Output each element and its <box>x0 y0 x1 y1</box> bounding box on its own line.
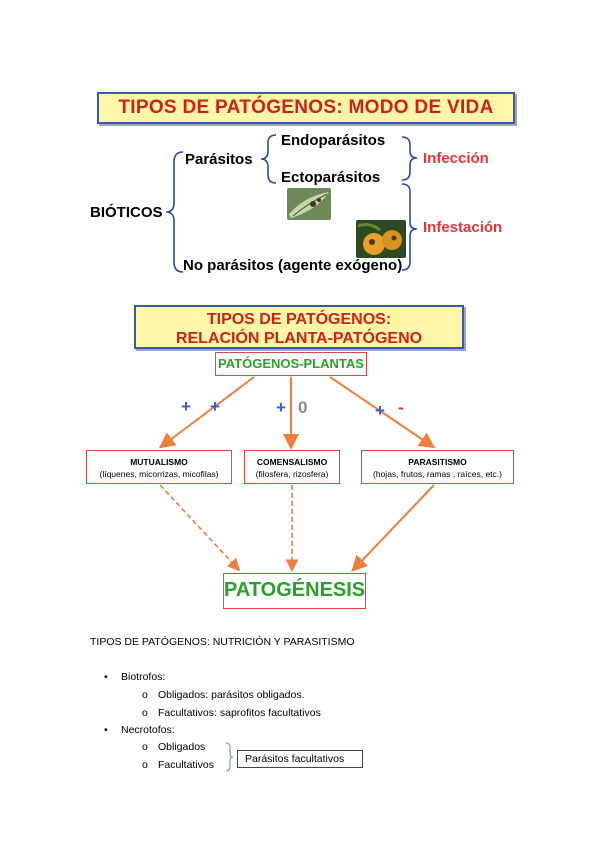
title-relacion-line2: RELACIÓN PLANTA-PATÓGENO <box>175 330 423 347</box>
node-mutualismo: MUTUALISMO (líquenes, micorrizas, micofi… <box>86 450 232 484</box>
label-infeccion: Infección <box>423 150 489 167</box>
sign-mutualismo-2: + <box>210 397 220 416</box>
item-necrotofos: Necrotofos: <box>121 724 175 736</box>
sub-bullet: o <box>142 759 148 771</box>
bullet-necrotofos: • <box>104 724 108 736</box>
node-patogenesis: PATOGÉNESIS <box>223 573 366 609</box>
title-modo-de-vida: TIPOS DE PATÓGENOS: MODO DE VIDA <box>97 92 515 124</box>
sub-necrotofos-facultativos: Facultativos <box>158 759 215 771</box>
sign-comensalismo-2: 0 <box>298 398 308 417</box>
sign-parasitismo-1: + <box>375 401 385 420</box>
arrow-to-parasitismo <box>329 376 436 449</box>
sign-mutualismo-1: + <box>181 397 191 416</box>
modo-vida-braces <box>165 134 418 273</box>
label-ectoparasitos: Ectoparásitos <box>281 169 381 186</box>
mutualismo-name: MUTUALISMO <box>130 457 188 467</box>
label-endoparasitos: Endoparásitos <box>281 132 386 149</box>
node-parasitismo: PARASITISMO (hojas, frutos, ramas , raíc… <box>361 450 514 484</box>
nutricion-heading: TIPOS DE PATÓGENOS: NUTRICIÓN Y PARASITI… <box>90 636 355 648</box>
brace-infeccion <box>401 136 418 181</box>
arrow-parasitismo-patogenesis <box>351 484 435 572</box>
label-bioticos: BIÓTICOS <box>90 204 163 221</box>
sign-parasitismo-2: - <box>398 398 404 417</box>
comensalismo-name: COMENSALISMO <box>256 457 328 467</box>
leaf-photo-image <box>287 188 331 220</box>
bullet-biotrofos: • <box>104 671 108 683</box>
title-relacion-line1: TIPOS DE PATÓGENOS: <box>206 311 392 328</box>
sub-biotrofos-facultativos: Facultativos: saprofitos facultativos <box>158 707 321 719</box>
parasitismo-desc: (hojas, frutos, ramas , raíces, etc.) <box>373 469 502 479</box>
sub-bullet: o <box>142 707 148 719</box>
label-no-parasitos: No parásitos (agente exógeno) <box>183 257 403 274</box>
box-parasitos-facultativos: Parásitos facultativos <box>237 750 363 768</box>
comensalismo-desc: (filosfera, rizosfera) <box>255 469 329 479</box>
sub-bullet: o <box>142 741 148 753</box>
arrow-to-mutualismo <box>158 376 255 449</box>
sign-comensalismo-1: + <box>276 398 286 417</box>
parasitismo-name: PARASITISMO <box>408 457 467 467</box>
brace-bioticos <box>165 151 184 273</box>
relacion-arrows <box>158 376 436 573</box>
sub-bullet: o <box>142 689 148 701</box>
title-relacion: TIPOS DE PATÓGENOS: RELACIÓN PLANTA-PATÓ… <box>134 305 464 349</box>
sub-biotrofos-obligados: Obligados: parásitos obligados. <box>158 689 305 701</box>
brace-infestacion <box>401 183 418 271</box>
fruit-photo-image <box>356 220 406 258</box>
arrow-mutualismo-patogenesis <box>159 484 241 572</box>
node-patogenos-plantas: PATÓGENOS-PLANTAS <box>215 352 367 376</box>
mutualismo-desc: (líquenes, micorrizas, micofilas) <box>99 469 219 479</box>
sub-necrotofos-obligados: Obligados <box>158 741 206 753</box>
brace-parasitos <box>260 134 277 184</box>
label-infestacion: Infestación <box>423 219 503 236</box>
item-biotrofos: Biotrofos: <box>121 671 166 683</box>
node-comensalismo: COMENSALISMO (filosfera, rizosfera) <box>244 450 340 484</box>
brace-necrotofos <box>225 742 234 772</box>
label-parasitos: Parásitos <box>185 151 253 168</box>
